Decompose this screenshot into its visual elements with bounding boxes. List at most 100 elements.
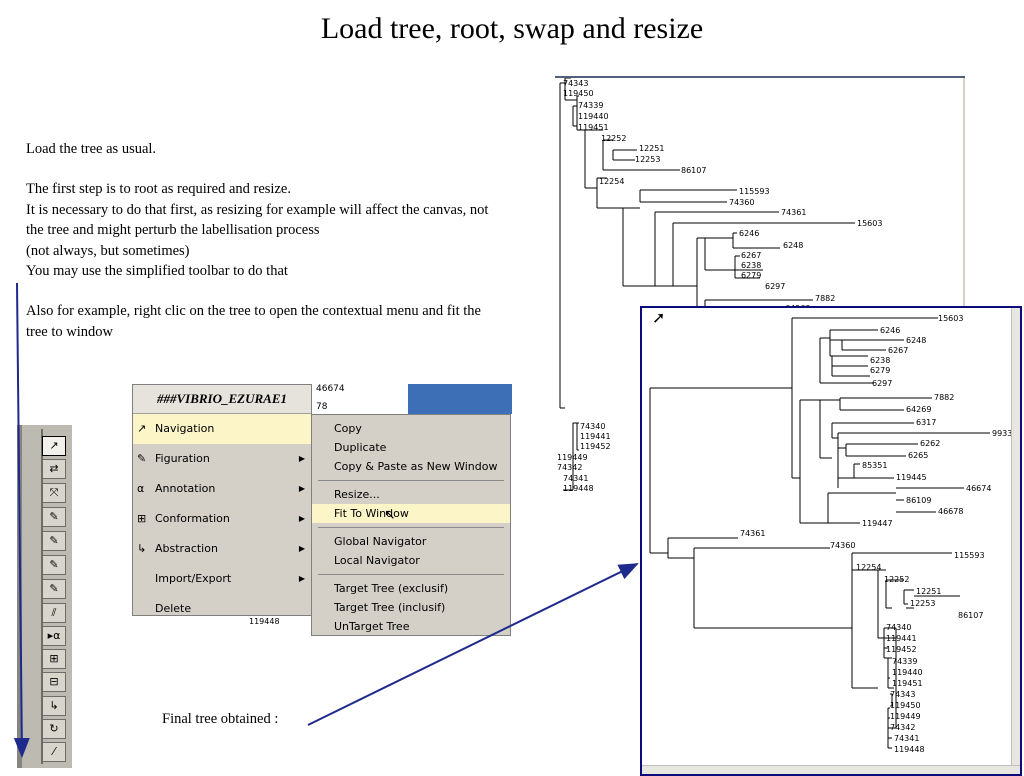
submenu-item-target-tree-exclusif[interactable]: Target Tree (exclusif) (334, 582, 449, 595)
final-leaf-label: 6267 (888, 346, 908, 355)
final-leaf-label: 6265 (908, 451, 928, 460)
submenu-arrow-icon: ▶ (298, 544, 305, 553)
conformation-icon: ⊞ (137, 512, 147, 525)
menu-item-label: Figuration (155, 452, 210, 465)
final-leaf-label: 119440 (892, 668, 923, 677)
extra-tool-icon[interactable]: ⁄ (42, 742, 66, 762)
final-leaf-label: 119445 (896, 473, 927, 482)
tree-leaf-label: 74339 (578, 101, 603, 110)
final-leaf-label: 99333 (992, 429, 1014, 438)
final-vertical-scrollbar[interactable] (1011, 308, 1020, 774)
tree-leaf-label: 119451 (578, 123, 609, 132)
final-leaf-label: 12251 (916, 587, 941, 596)
final-leaf-label: 119447 (862, 519, 893, 528)
submenu-item-untarget-tree[interactable]: UnTarget Tree (334, 620, 410, 633)
menu-separator (318, 480, 504, 481)
final-leaf-label: 6238 (870, 356, 890, 365)
final-leaf-label: 119450 (890, 701, 921, 710)
submenu-arrow-icon: ▶ (298, 454, 305, 463)
submenu-item-fit-to-window[interactable]: Fit To Window (312, 504, 510, 523)
background-label: 78 (316, 402, 328, 412)
final-leaf-label: 74361 (740, 529, 765, 538)
menu-item-figuration[interactable]: ✎ Figuration ▶ (133, 444, 311, 474)
submenu-item-copy-paste-as-new-window[interactable]: Copy & Paste as New Window (334, 460, 498, 473)
annotation-tool-icon[interactable]: ▸α (42, 626, 66, 646)
context-menu-header: ###VIBRIO_EZURAE1 (133, 385, 311, 414)
final-leaf-label: 15603 (938, 314, 963, 323)
menu-item-navigation[interactable]: ↗ Navigation (133, 414, 311, 444)
final-leaf-label: 7882 (934, 393, 954, 402)
final-horizontal-scrollbar[interactable] (642, 765, 1020, 774)
conformation2-tool-icon[interactable]: ⊟ (42, 672, 66, 692)
menu-item-conformation[interactable]: ⊞Conformation▶ (133, 504, 311, 534)
figuration3-tool-icon[interactable]: ✎ (42, 555, 66, 575)
tree-leaf-label: 119441 (580, 432, 611, 441)
menu-item-label: Import/Export (155, 572, 232, 585)
menu-separator (318, 527, 504, 528)
reroot-tool-icon[interactable]: ⤧ (42, 483, 66, 503)
tree-leaf-label: 74360 (729, 198, 754, 207)
final-leaf-label: 115593 (954, 551, 985, 560)
resize-tool-icon[interactable]: ⫽ (42, 603, 66, 623)
tree-leaf-label: 7882 (815, 294, 835, 303)
tree-leaf-label: 119452 (580, 442, 611, 451)
menu-item-label: Navigation (155, 422, 215, 435)
menu-item-delete[interactable]: Delete (133, 594, 311, 624)
tree-leaf-label: 119450 (563, 89, 594, 98)
tree-leaf-label: 12251 (639, 144, 664, 153)
figuration4-tool-icon[interactable]: ✎ (42, 579, 66, 599)
conformation-tool-icon[interactable]: ⊞ (42, 649, 66, 669)
menu-item-label: Conformation (155, 512, 230, 525)
abstraction2-tool-icon[interactable]: ↻ (42, 719, 66, 739)
final-leaf-label: 119441 (886, 634, 917, 643)
tree-leaf-label: 6238 (741, 261, 761, 270)
tree-leaf-label: 74341 (563, 474, 588, 483)
final-leaf-label: 119448 (894, 745, 925, 754)
final-leaf-label: 6248 (906, 336, 926, 345)
final-leaf-label: 12254 (856, 563, 881, 572)
tree-initial-svg: 74343 119450 74339 119440 119451 12252 1… (557, 78, 882, 493)
tree-leaf-label: 115593 (739, 187, 770, 196)
submenu-item-target-tree-inclusif[interactable]: Target Tree (inclusif) (334, 601, 446, 614)
tree-leaf-label: 6246 (739, 229, 759, 238)
menu-item-abstraction[interactable]: ↳Abstraction▶ (133, 534, 311, 564)
instruction-line: Load the tree as usual. (26, 141, 157, 157)
submenu-item-copy[interactable]: Copy (334, 422, 362, 435)
tree-leaf-label: 74340 (580, 422, 605, 431)
tree-leaf-label: 74342 (557, 463, 582, 472)
tree-leaf-label: 6248 (783, 241, 803, 250)
background-label: 46674 (316, 384, 345, 394)
submenu-item-duplicate[interactable]: Duplicate (334, 441, 387, 454)
figuration-tool-icon[interactable]: ✎ (42, 507, 66, 527)
menu-separator (318, 574, 504, 575)
final-leaf-label: 119451 (892, 679, 923, 688)
tree-leaf-label: 6297 (765, 282, 785, 291)
mouse-cursor-icon: ➚ (652, 308, 666, 327)
tree-leaf-label: 119449 (557, 453, 588, 462)
tree-initial-scrollbar[interactable] (963, 78, 965, 498)
instruction-line: Also for example, right clic on the tree… (26, 303, 481, 340)
figuration2-tool-icon[interactable]: ✎ (42, 531, 66, 551)
tree-window-final[interactable]: 15603 6246 6248 6267 6238 6279 6297 7882… (640, 306, 1022, 776)
final-leaf-label: 119452 (886, 645, 917, 654)
submenu-item-resize[interactable]: Resize... (334, 488, 380, 501)
final-leaf-label: 6297 (872, 379, 892, 388)
figuration-icon: ✎ (137, 452, 147, 465)
submenu-item-global-navigator[interactable]: Global Navigator (334, 535, 427, 548)
slide-title: Load tree, root, swap and resize (320, 12, 704, 45)
tree-leaf-label: 6267 (741, 251, 761, 260)
swap-tool-icon[interactable]: ⇄ (42, 459, 66, 479)
abstraction-tool-icon[interactable]: ↳ (42, 696, 66, 716)
tree-leaf-label: 119440 (578, 112, 609, 121)
tree-leaf-label: 12254 (599, 177, 624, 186)
annotation-icon: α (137, 482, 145, 495)
arrow-tool-icon[interactable]: ↗ (42, 436, 66, 456)
tree-leaf-label: 12253 (635, 155, 660, 164)
submenu-item-local-navigator[interactable]: Local Navigator (334, 554, 420, 567)
navigation-arrow-icon: ↗ (137, 422, 147, 435)
final-leaf-label: 6246 (880, 326, 900, 335)
instruction-line: The first step is to root as required an… (26, 181, 291, 198)
final-leaf-label: 74360 (830, 541, 855, 550)
menu-item-import-export[interactable]: Import/Export▶ (133, 564, 311, 594)
